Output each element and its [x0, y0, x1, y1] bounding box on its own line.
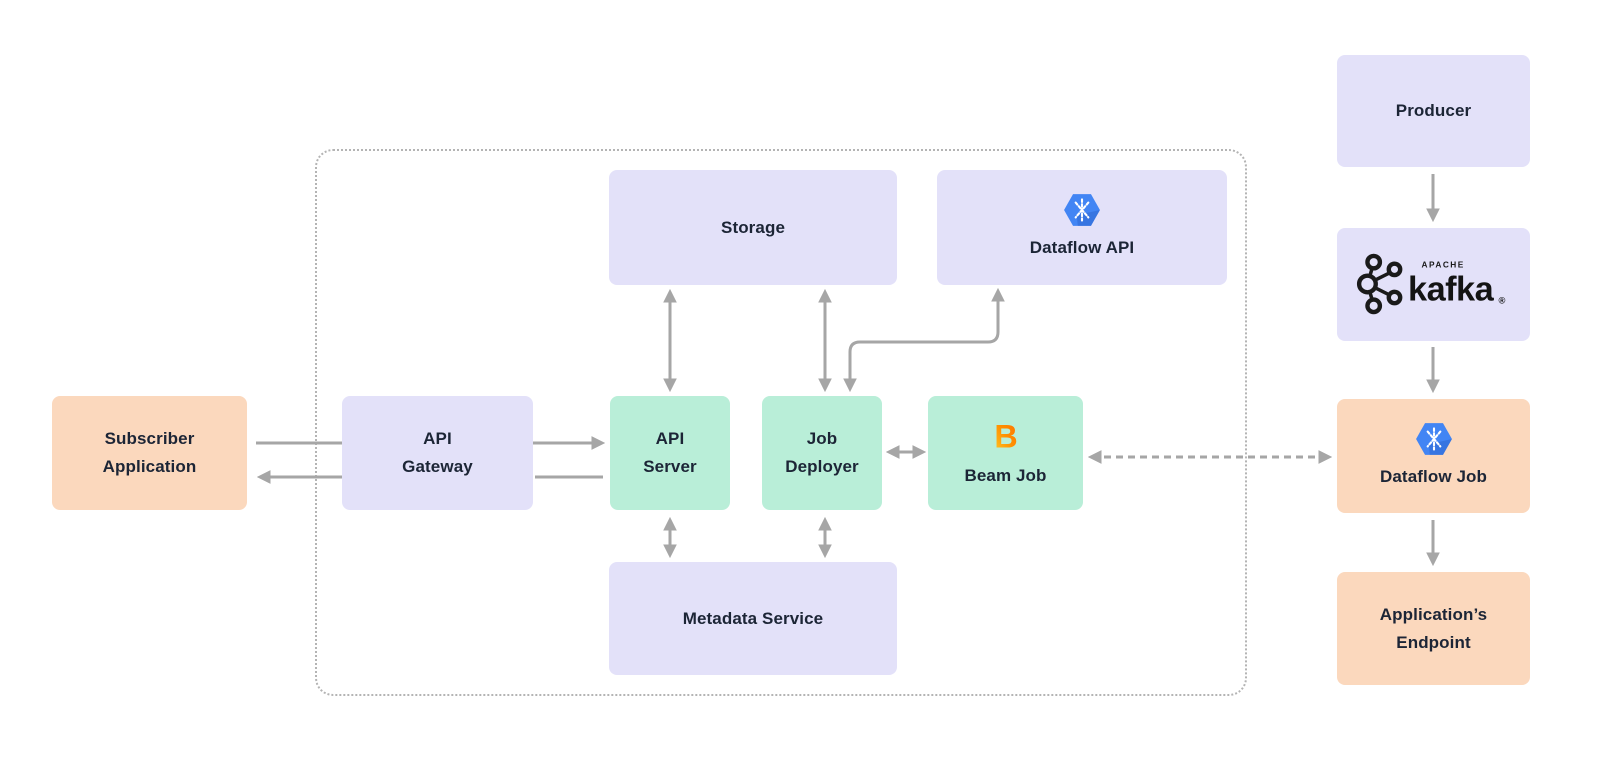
dataflow-icon	[1063, 193, 1101, 227]
node-beam-job: B Beam Job	[928, 396, 1083, 510]
node-metadata-service: Metadata Service	[609, 562, 897, 675]
producer-label: Producer	[1395, 101, 1472, 120]
dataflow-icon	[1415, 422, 1453, 456]
node-kafka: APACHE kafka ®	[1337, 228, 1530, 341]
beam-logo-letter: B	[994, 418, 1017, 454]
dataflow-api-label: Dataflow API	[1029, 238, 1135, 257]
kafka-wordmark: kafka	[1408, 270, 1495, 308]
api-gateway-label: API Gateway	[402, 429, 473, 476]
beam-job-label: Beam Job	[964, 465, 1047, 485]
subscriber-application-label: Subscriber Application	[102, 429, 197, 476]
node-dataflow-api: Dataflow API	[937, 170, 1227, 285]
node-dataflow-job: Dataflow Job	[1337, 399, 1530, 513]
node-job-deployer: Job Deployer	[762, 396, 882, 510]
applications-endpoint-label: Application’s Endpoint	[1379, 604, 1488, 652]
api-server-label: API Server	[643, 429, 697, 476]
metadata-service-label: Metadata Service	[682, 608, 824, 628]
kafka-apache-label: APACHE	[1421, 259, 1464, 269]
node-subscriber-application: Subscriber Application	[52, 396, 247, 510]
kafka-icon: APACHE kafka ®	[1356, 252, 1512, 318]
beam-icon: B	[987, 417, 1025, 455]
node-producer: Producer	[1337, 55, 1530, 167]
node-storage: Storage	[609, 170, 897, 285]
job-deployer-label: Job Deployer	[785, 429, 859, 476]
node-applications-endpoint: Application’s Endpoint	[1337, 572, 1530, 685]
service-boundary-dotted-box	[315, 149, 1247, 696]
node-api-server: API Server	[610, 396, 730, 510]
dataflow-job-label: Dataflow Job	[1380, 466, 1487, 486]
storage-label: Storage	[721, 217, 785, 237]
kafka-registered-mark: ®	[1498, 295, 1505, 305]
node-api-gateway: API Gateway	[342, 396, 533, 510]
